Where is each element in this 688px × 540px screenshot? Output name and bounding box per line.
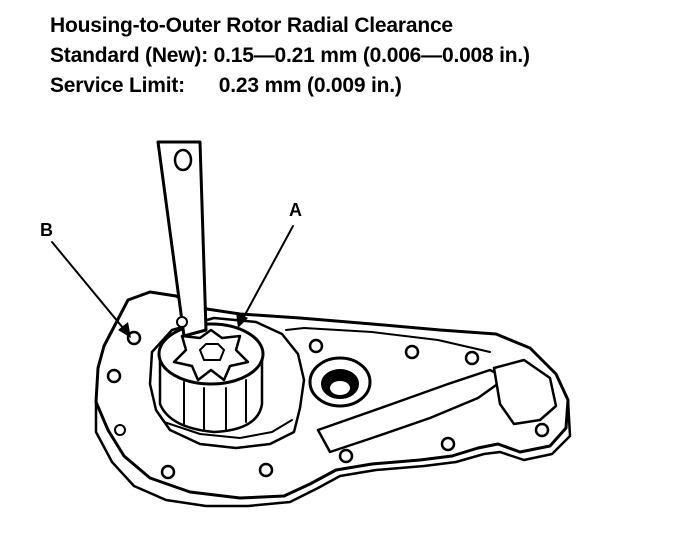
bolt-hole xyxy=(534,422,550,438)
spec-standard-row: Standard (New): 0.15—0.21 mm (0.006—0.00… xyxy=(50,44,530,68)
callout-a: A xyxy=(289,200,302,220)
bolt-hole xyxy=(338,448,354,464)
bolt-hole xyxy=(160,464,176,480)
housing-rib xyxy=(285,327,491,353)
oil-channel xyxy=(316,368,508,454)
housing-side-face xyxy=(94,398,572,508)
bolt-hole xyxy=(114,424,126,436)
bolt-hole xyxy=(440,436,456,452)
standard-value: 0.15—0.21 mm (0.006—0.008 in.) xyxy=(213,44,530,67)
rotor-hub xyxy=(199,343,225,361)
limit-label: Service Limit: xyxy=(50,74,185,97)
callout-b: B xyxy=(40,220,53,240)
feeler-gauge-hole xyxy=(173,148,193,172)
bolt-hole xyxy=(404,344,420,360)
leader-a xyxy=(239,225,294,325)
limit-value: 0.23 mm (0.009 in.) xyxy=(218,74,402,97)
bolt-hole xyxy=(126,330,142,346)
bolt-hole xyxy=(258,462,274,478)
spec-title: Housing-to-Outer Rotor Radial Clearance xyxy=(50,14,453,37)
standard-label: Standard (New): xyxy=(50,44,209,67)
bolt-hole xyxy=(176,316,188,328)
bolt-hole xyxy=(106,368,122,384)
bolt-hole xyxy=(464,350,480,366)
right-boss xyxy=(492,358,558,426)
spec-limit-row: Service Limit: 0.23 mm (0.009 in.) xyxy=(50,74,402,98)
leader-b xyxy=(51,241,129,335)
cavity-floor xyxy=(155,409,293,439)
feeler-gauge xyxy=(156,140,208,338)
bolt-hole xyxy=(308,338,324,354)
